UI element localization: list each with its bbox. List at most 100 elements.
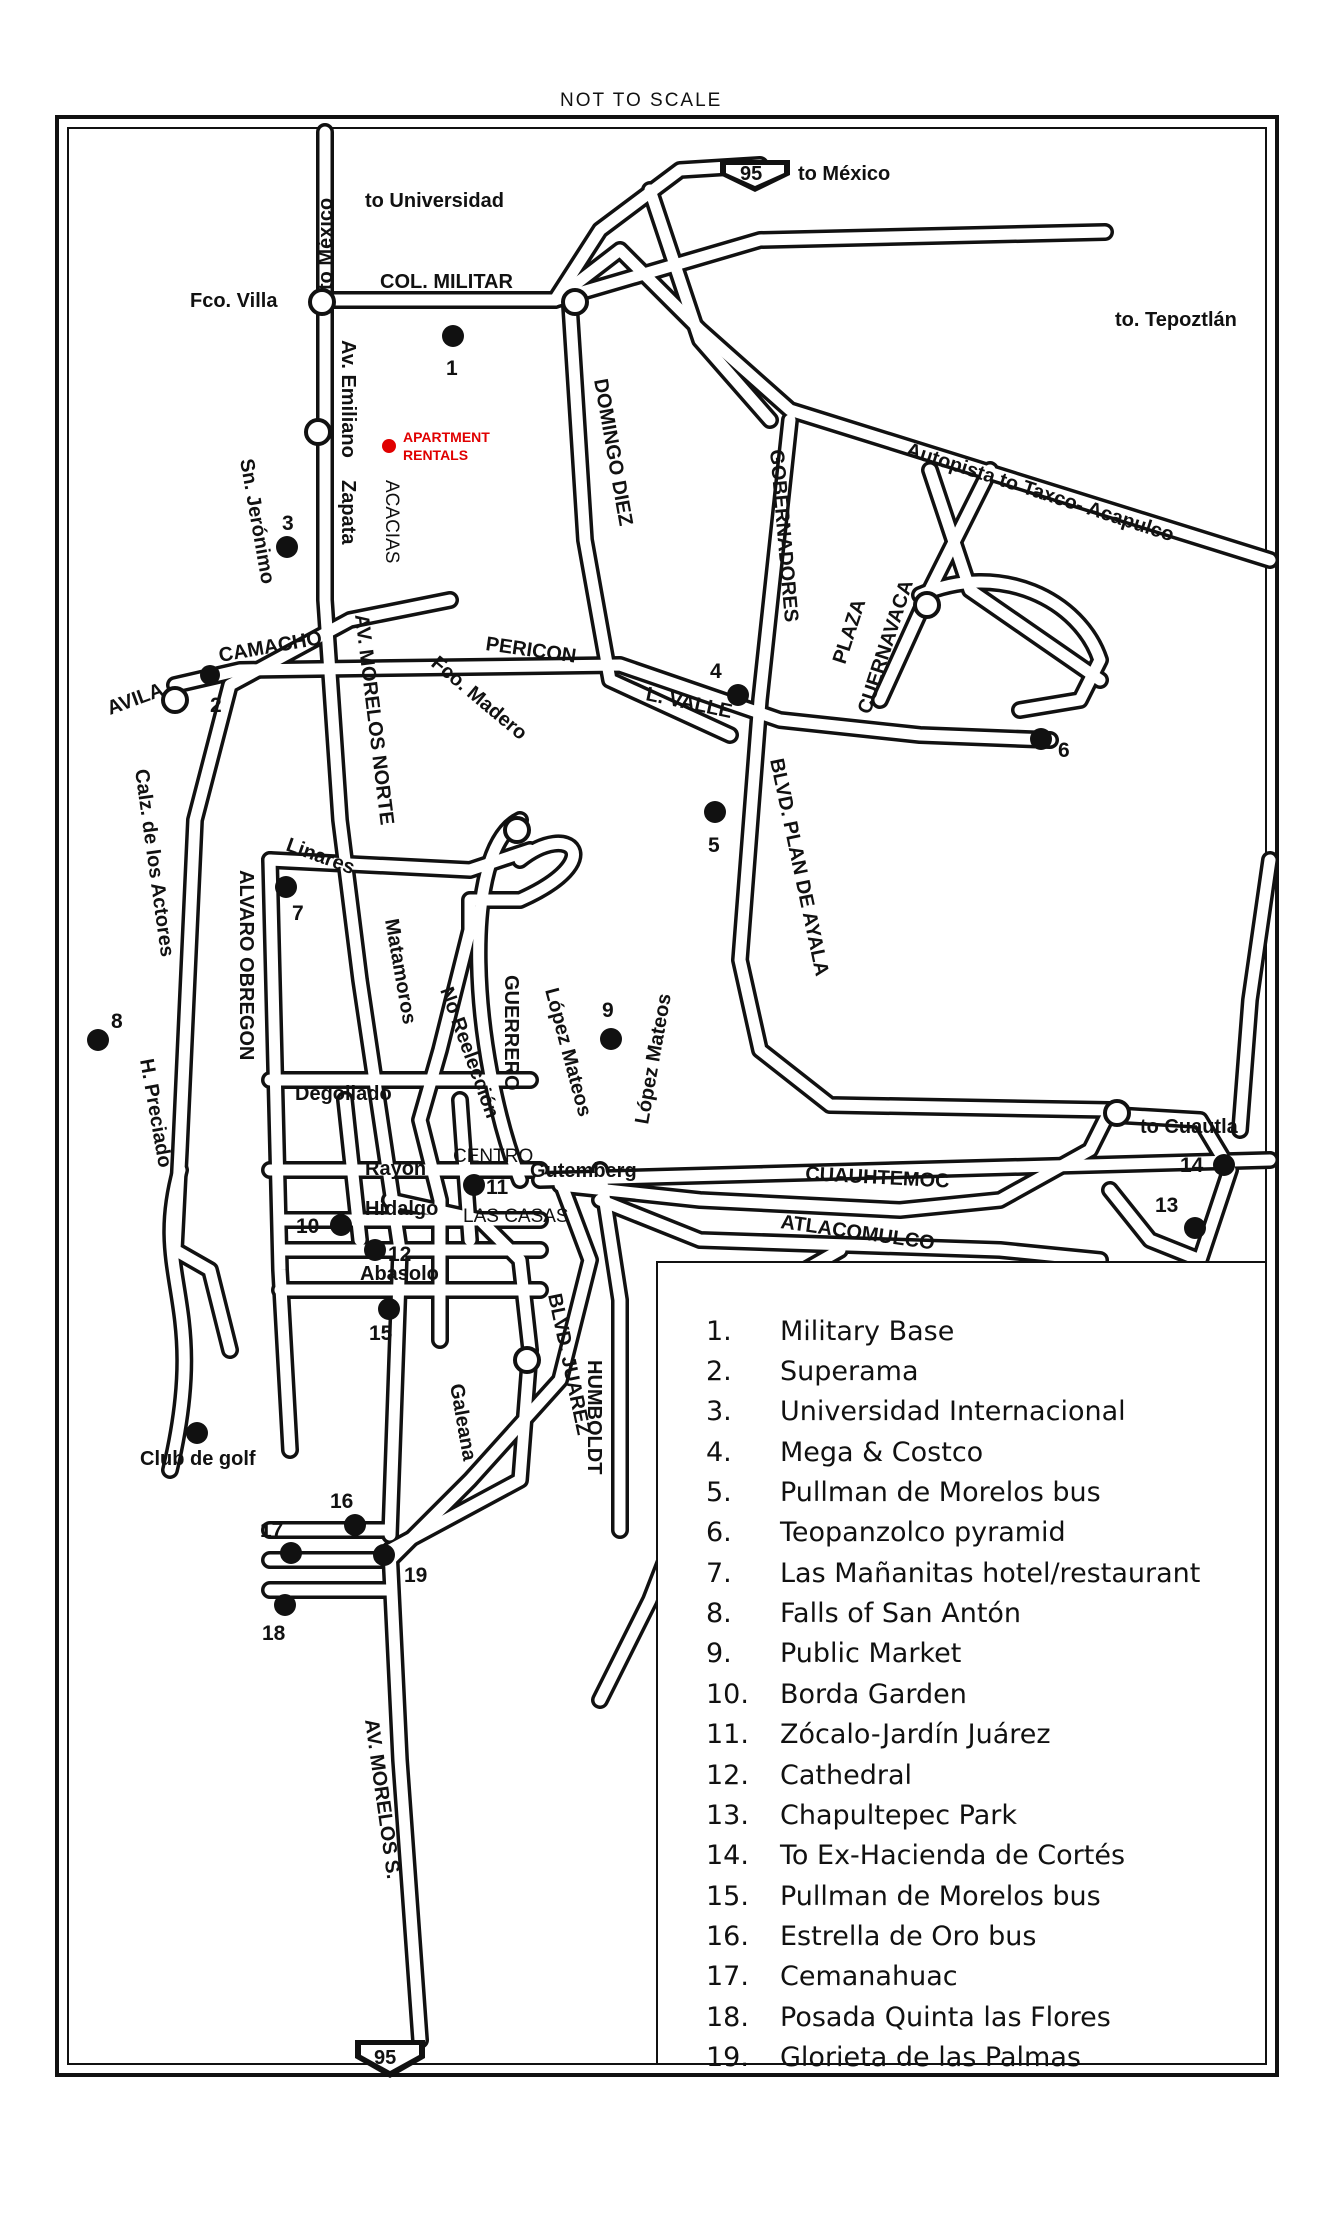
label-to-mexico-left: to México (315, 198, 337, 290)
marker-label-5: 5 (708, 834, 720, 857)
highway-shield-bottom: 95 (355, 2040, 425, 2078)
svg-text:13.: 13. (706, 1800, 749, 1831)
legend-item: 17.Cemanahuac (706, 1961, 958, 1992)
legend-item: 9. Public Market (706, 1638, 961, 1669)
label-hidalgo: Hidalgo (365, 1198, 438, 1220)
marker-19[interactable] (373, 1544, 395, 1566)
svg-text:16.: 16. (706, 1921, 749, 1952)
marker-label-17: 17 (260, 1519, 283, 1542)
marker-12[interactable] (364, 1239, 386, 1261)
marker-5[interactable] (704, 801, 726, 823)
svg-text:Military Base: Military Base (780, 1316, 954, 1347)
road-network (161, 123, 1279, 2049)
svg-text:Public Market: Public Market (780, 1638, 961, 1669)
marker-label-10: 10 (296, 1215, 319, 1238)
label-domingo-diez: DOMINGO DIEZ (589, 377, 637, 527)
svg-text:12.: 12. (706, 1760, 749, 1791)
svg-text:Glorieta de las Palmas: Glorieta de las Palmas (780, 2042, 1081, 2073)
legend-item: 15.Pullman de Morelos bus (706, 1881, 1101, 1912)
svg-text:Las Mañanitas hotel/restaurant: Las Mañanitas hotel/restaurant (780, 1558, 1200, 1589)
label-degollado: Degollado (295, 1083, 392, 1105)
legend-item: 16.Estrella de Oro bus (706, 1921, 1036, 1952)
label-plaza: PLAZA (829, 596, 871, 666)
label-lopez-mateos-2: López Mateos (631, 992, 676, 1126)
marker-3[interactable] (276, 536, 298, 558)
marker-label-19: 19 (404, 1564, 427, 1587)
svg-text:4.: 4. (706, 1437, 732, 1468)
label-fco-villa: Fco. Villa (190, 290, 278, 312)
marker-1[interactable] (442, 325, 464, 347)
marker-2[interactable] (200, 665, 220, 685)
location-markers (87, 325, 1235, 1616)
marker-label-2: 2 (210, 694, 222, 717)
svg-text:14.: 14. (706, 1840, 749, 1871)
label-abasolo: Abasolo (360, 1263, 439, 1285)
legend-item: 4.Mega & Costco (706, 1437, 983, 1468)
marker-4[interactable] (727, 684, 749, 706)
marker-club-de-golf[interactable] (186, 1422, 208, 1444)
svg-text:8.: 8. (706, 1598, 732, 1629)
svg-text:Posada Quinta las Flores: Posada Quinta las Flores (780, 2002, 1111, 2033)
apartment-rentals-marker[interactable] (382, 439, 396, 453)
svg-text:10.: 10. (706, 1679, 749, 1710)
svg-text:9.: 9. (706, 1638, 732, 1669)
map-outer-frame (55, 115, 1279, 2077)
legend-item: 11.Zócalo-Jardín Juárez (706, 1719, 1051, 1750)
label-acacias: ACACIAS (381, 480, 402, 563)
label-gutemberg: Gutemberg (530, 1160, 637, 1182)
marker-10[interactable] (330, 1214, 352, 1236)
marker-label-15: 15 (369, 1322, 393, 1345)
marker-label-7: 7 (292, 902, 304, 925)
marker-6[interactable] (1030, 728, 1052, 750)
legend-item: 5. Pullman de Morelos bus (706, 1477, 1101, 1508)
scale-note: NOT TO SCALE (560, 90, 722, 111)
marker-label-1: 1 (446, 357, 458, 380)
marker-17[interactable] (280, 1542, 302, 1564)
label-to-tepoztlan: to. Tepoztlán (1115, 309, 1237, 331)
svg-text:5.: 5. (706, 1477, 732, 1508)
svg-text:Superama: Superama (780, 1356, 919, 1387)
svg-text:3.: 3. (706, 1396, 732, 1427)
label-to-universidad: to Universidad (365, 190, 504, 212)
legend-item: 8.Falls of San Antón (706, 1598, 1021, 1629)
marker-label-12: 12 (388, 1243, 411, 1266)
apartment-rentals-label-1: APARTMENT (403, 429, 490, 445)
legend-item: 18.Posada Quinta las Flores (706, 2002, 1111, 2033)
legend-item: 3.Universidad Internacional (706, 1396, 1126, 1427)
marker-label-13: 13 (1155, 1194, 1178, 1217)
svg-text:Cathedral: Cathedral (780, 1760, 912, 1791)
legend-item: 14. To Ex-Hacienda de Cortés (706, 1840, 1125, 1871)
marker-16[interactable] (344, 1514, 366, 1536)
legend-item: 6.Teopanzolco pyramid (706, 1517, 1066, 1548)
legend-item: 2.Superama (706, 1356, 919, 1387)
marker-label-4: 4 (710, 660, 722, 683)
label-centro: CENTRO (453, 1146, 533, 1167)
marker-label-3: 3 (282, 512, 294, 535)
label-to-mexico-top: to México (798, 163, 890, 185)
marker-9[interactable] (600, 1028, 622, 1050)
marker-label-9: 9 (602, 999, 614, 1022)
svg-text:Pullman de Morelos bus: Pullman de Morelos bus (780, 1477, 1101, 1508)
marker-11[interactable] (463, 1174, 485, 1196)
marker-14[interactable] (1213, 1154, 1235, 1176)
svg-text:1.: 1. (706, 1316, 732, 1347)
label-av-morelos-norte: AV. MORELOS NORTE (350, 613, 398, 826)
marker-13[interactable] (1184, 1217, 1206, 1239)
label-av-emiliano: Av. Emiliano (337, 340, 359, 458)
svg-text:95: 95 (740, 163, 762, 185)
marker-15[interactable] (378, 1298, 400, 1320)
marker-label-8: 8 (111, 1010, 123, 1033)
svg-text:Borda Garden: Borda Garden (780, 1679, 967, 1710)
roundabouts (161, 288, 1131, 1374)
marker-7[interactable] (275, 876, 297, 898)
svg-text:95: 95 (374, 2047, 396, 2069)
marker-18[interactable] (274, 1594, 296, 1616)
apartment-rentals-label-2: RENTALS (403, 447, 468, 463)
marker-label-11: 11 (486, 1176, 509, 1199)
svg-text:To Ex-Hacienda de Cortés: To Ex-Hacienda de Cortés (779, 1840, 1125, 1871)
highway-shield-top: 95 (720, 160, 790, 192)
svg-text:15.: 15. (706, 1881, 749, 1912)
svg-text:11.: 11. (706, 1719, 749, 1750)
marker-8[interactable] (87, 1029, 109, 1051)
